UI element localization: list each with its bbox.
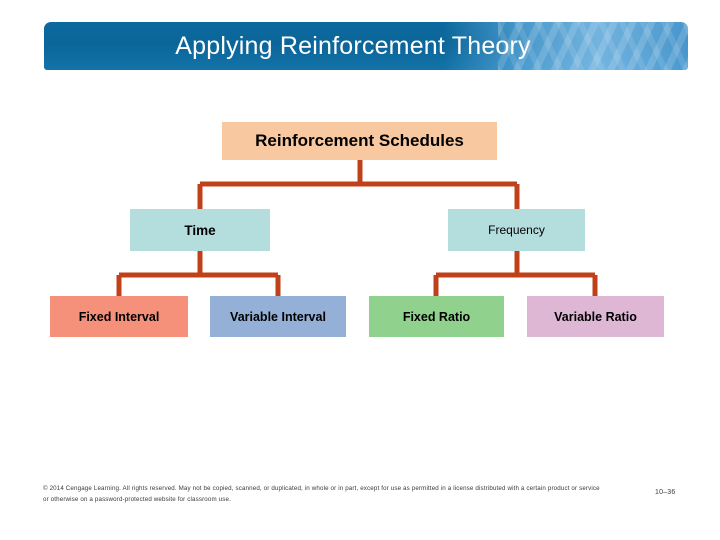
node-fixed-ratio[interactable]: Fixed Ratio <box>369 296 504 337</box>
footer-copyright-text: © 2014 Cengage Learning. All rights rese… <box>43 485 600 503</box>
node-variable-interval[interactable]: Variable Interval <box>210 296 346 337</box>
footer-page-number: 10–36 <box>655 489 676 496</box>
node-time[interactable]: Time <box>130 209 270 251</box>
slide-title-banner: Applying Reinforcement Theory <box>44 22 688 70</box>
banner-pattern-decoration <box>498 22 688 70</box>
node-variable-ratio[interactable]: Variable Ratio <box>527 296 664 337</box>
node-frequency[interactable]: Frequency <box>448 209 585 251</box>
node-fixed-interval[interactable]: Fixed Interval <box>50 296 188 337</box>
node-reinforcement-schedules[interactable]: Reinforcement Schedules <box>222 122 497 160</box>
page-title: Applying Reinforcement Theory <box>175 32 531 60</box>
